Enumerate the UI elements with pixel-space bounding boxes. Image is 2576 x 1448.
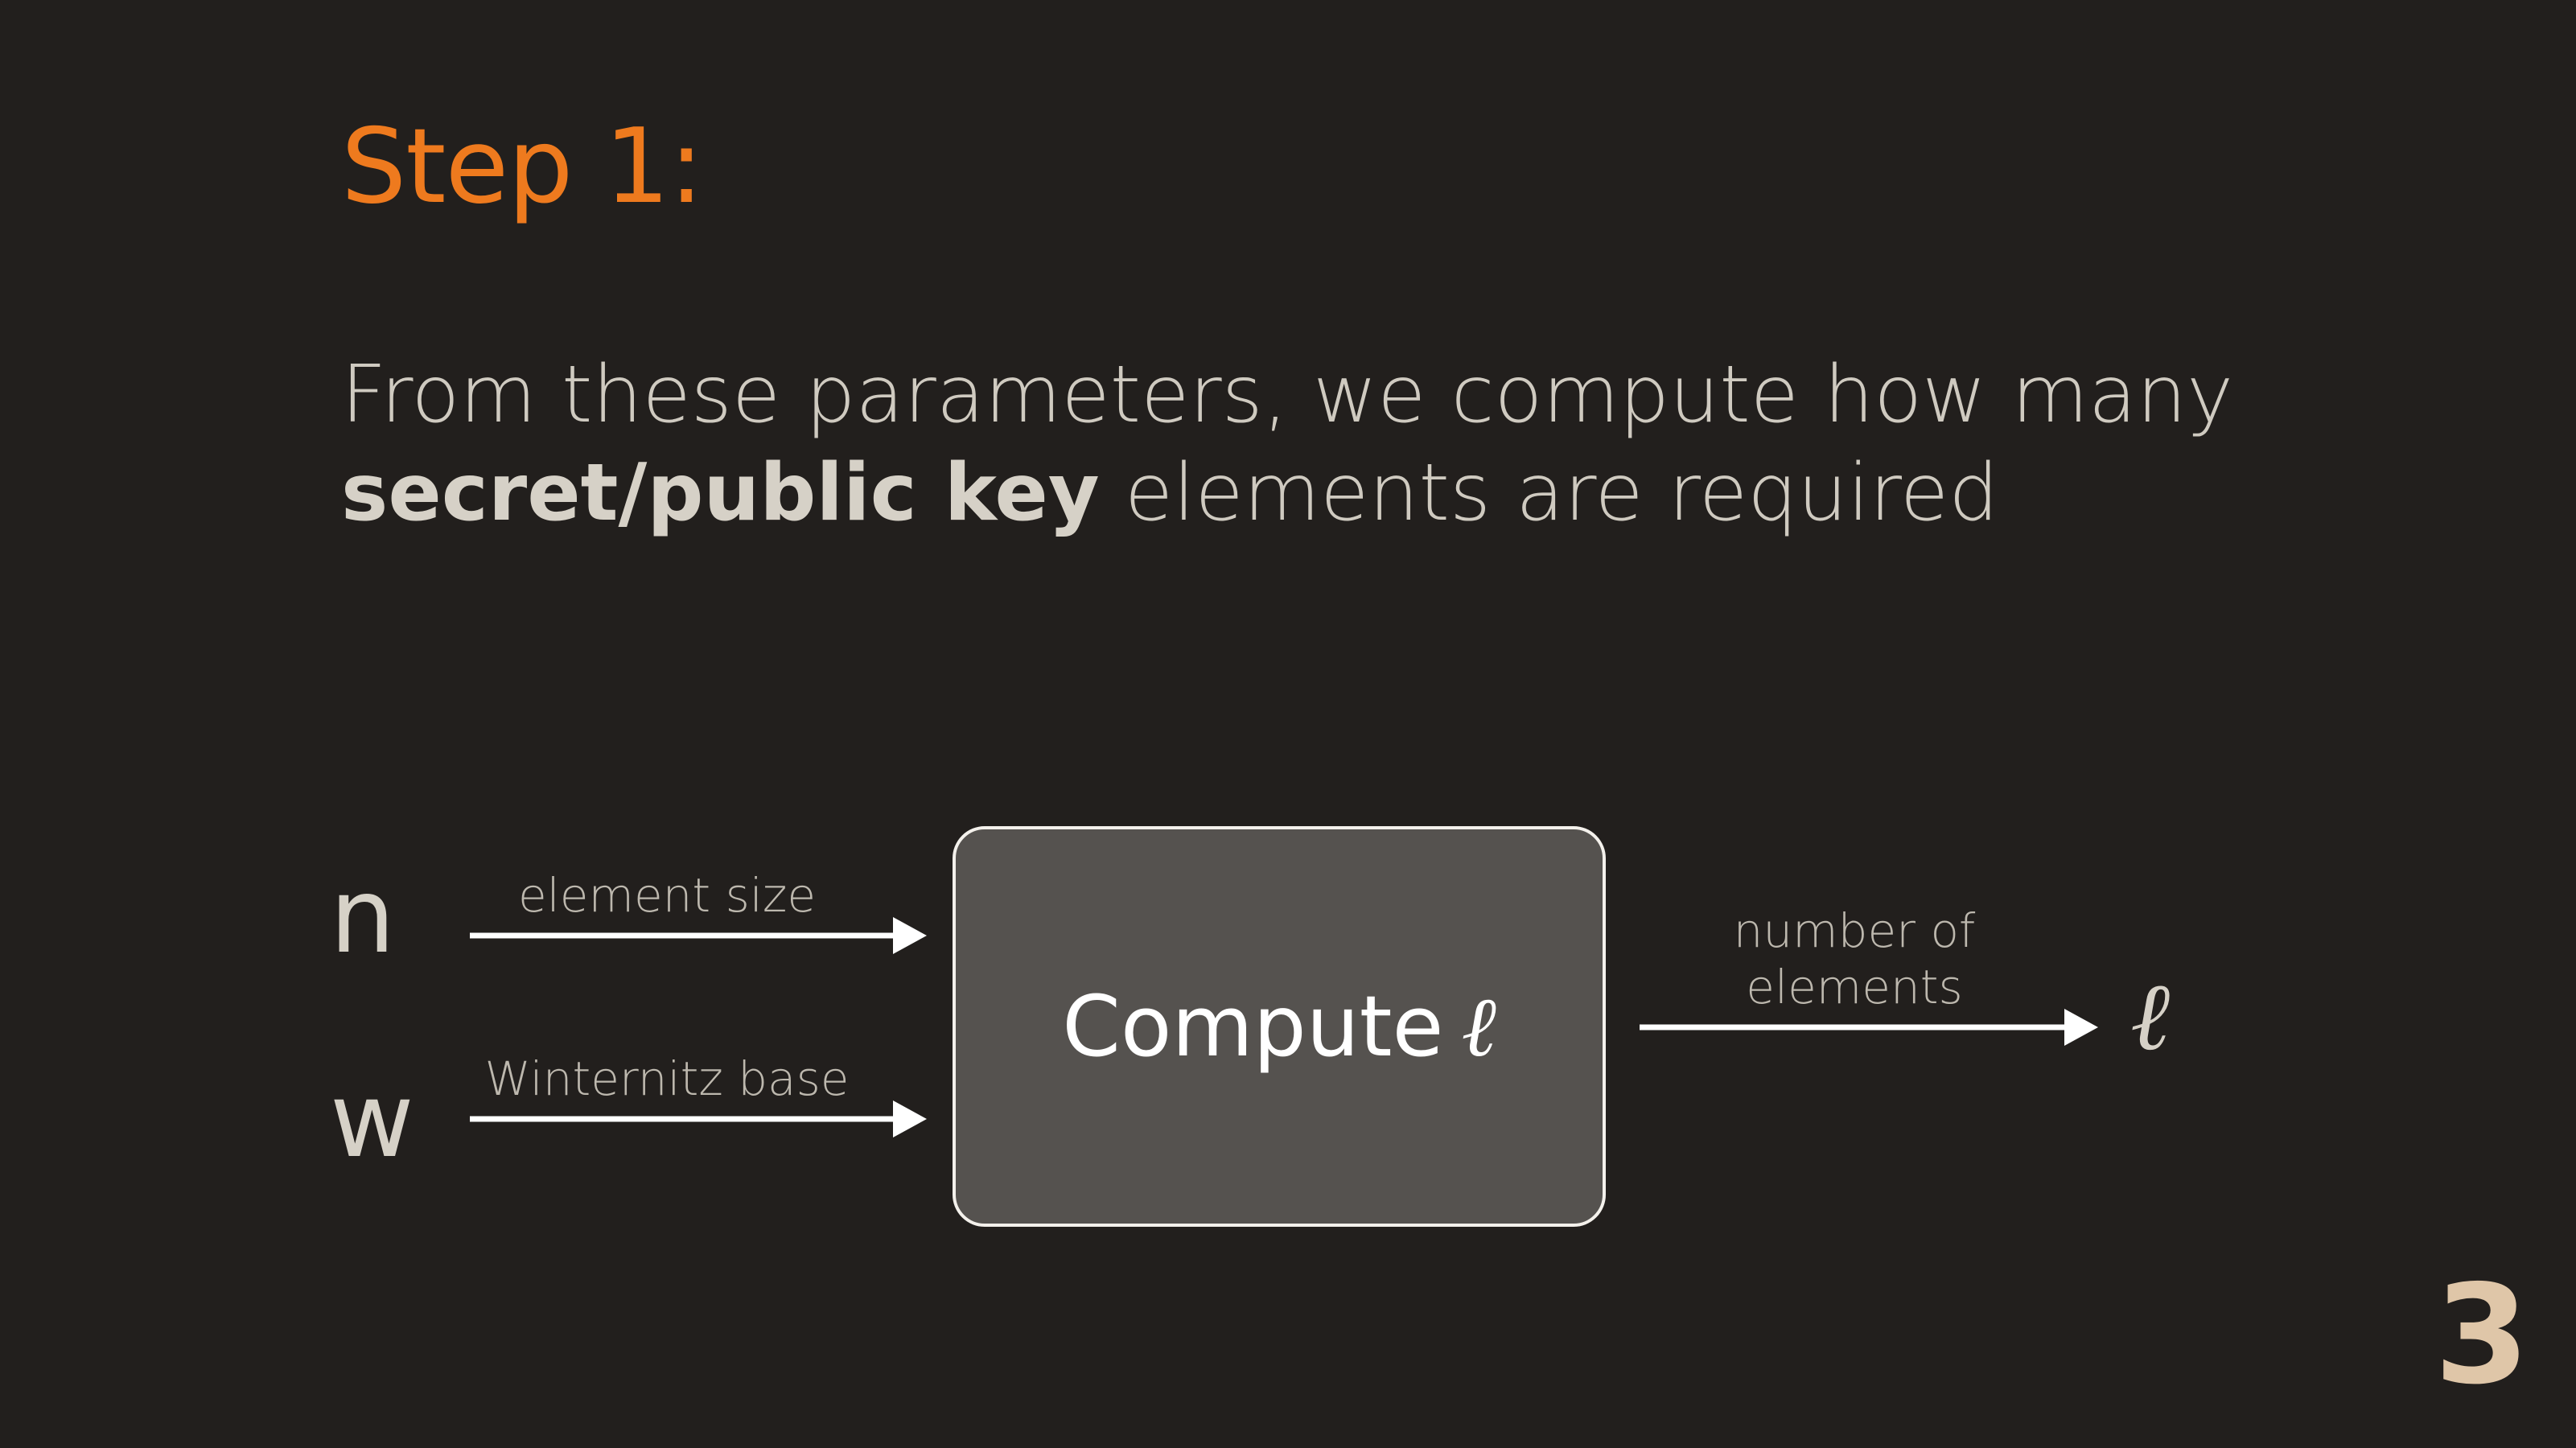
edge-label-element-size: element size	[517, 868, 817, 923]
input-symbol-w: w	[330, 1061, 414, 1181]
output-label-line-2: elements	[1746, 960, 1963, 1014]
slide-title: Step 1:	[341, 107, 704, 227]
edge-label-number-of-elements: number of elements	[1657, 903, 2051, 1015]
description-highlight: secret/public key	[341, 447, 1100, 539]
compute-label-text: Compute	[1062, 977, 1444, 1076]
description-line-2: secret/public key elements are required	[341, 444, 2233, 542]
edge-label-winternitz-base: Winternitz base	[484, 1051, 850, 1106]
output-label-line-1: number of	[1733, 903, 1976, 958]
description-line-2-rest: elements are required	[1099, 447, 1999, 539]
output-symbol-ell: ℓ	[2130, 961, 2171, 1072]
description-line-1: From these parameters, we compute how ma…	[341, 349, 2234, 441]
compute-ell-symbol: ℓ	[1461, 977, 1496, 1076]
slide-description: From these parameters, we compute how ma…	[341, 346, 2233, 542]
input-symbol-n: n	[330, 857, 396, 977]
page-number: 3	[2434, 1256, 2530, 1415]
